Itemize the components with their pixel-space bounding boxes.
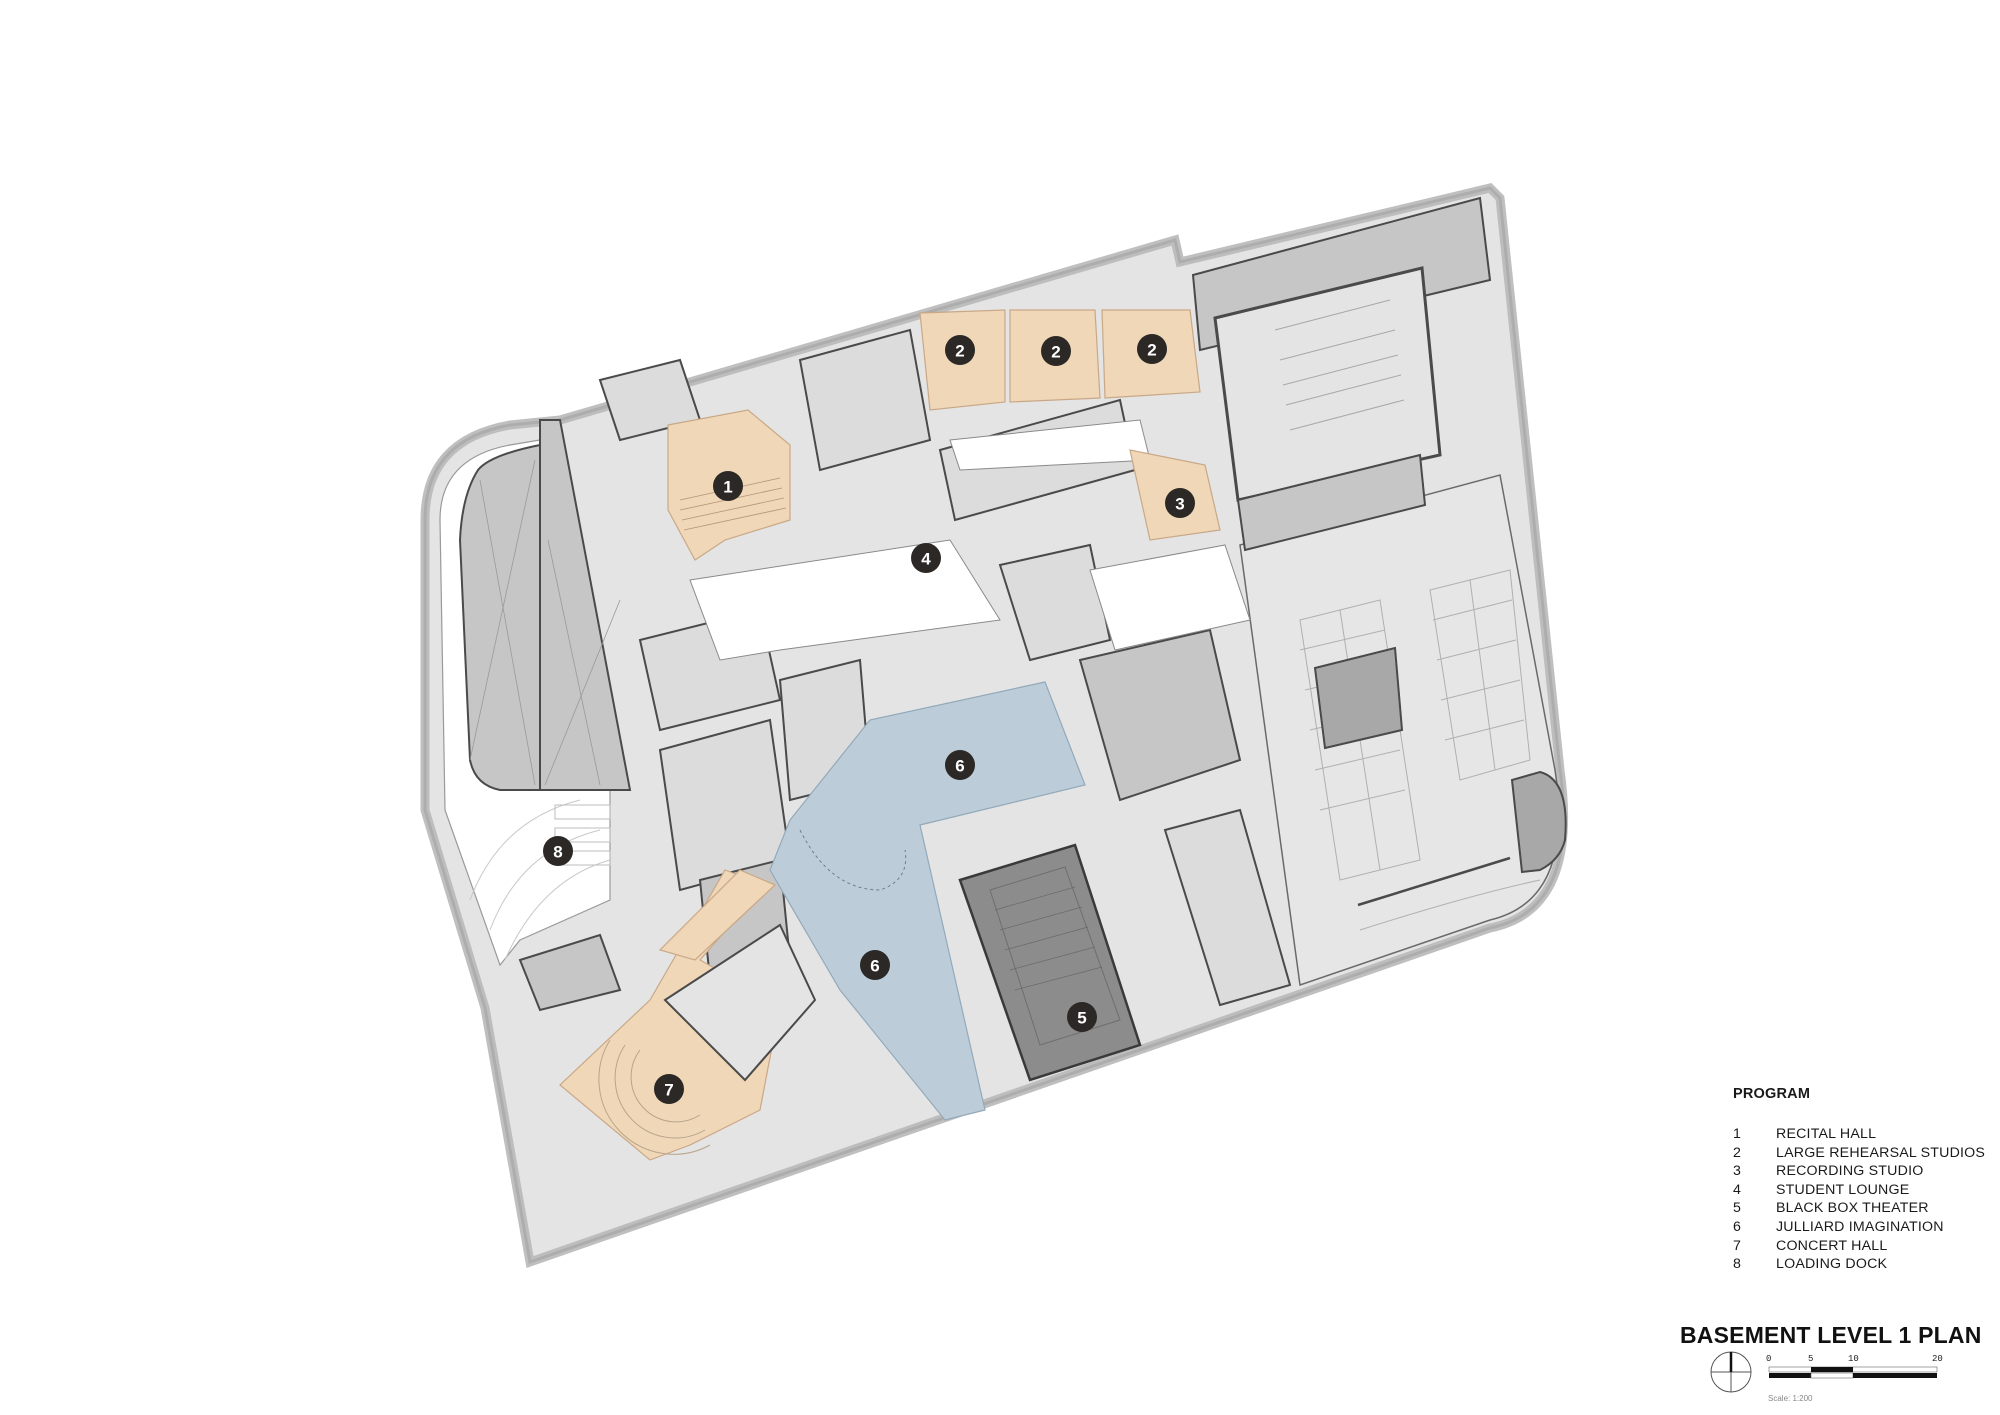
legend-label: RECORDING STUDIO — [1776, 1163, 1924, 1180]
legend-item: 5 BLACK BOX THEATER — [1733, 1199, 1993, 1218]
zone-marker-1: 1 — [713, 471, 743, 501]
zone-marker-2: 2 — [1137, 334, 1167, 364]
legend-label: LARGE REHEARSAL STUDIOS — [1776, 1144, 1986, 1161]
legend-title: PROGRAM — [1733, 1086, 1811, 1102]
zone-marker-2: 2 — [945, 335, 975, 365]
north-arrow-icon — [1710, 1351, 1752, 1393]
legend-label: STUDENT LOUNGE — [1776, 1181, 1910, 1198]
zone-marker-8: 8 — [543, 836, 573, 866]
ramp-zone — [458, 419, 632, 791]
concert-hall-details — [598, 923, 817, 1155]
legend-item: 8 LOADING DOCK — [1733, 1255, 1993, 1274]
legend-label: LOADING DOCK — [1776, 1256, 1888, 1273]
legend-list: 1 RECITAL HALL 2 LARGE REHEARSAL STUDIOS 3… — [1733, 1125, 1993, 1274]
scale-tick: 20 — [1932, 1354, 1943, 1364]
zone-concert-corridor — [658, 869, 777, 961]
svg-text:2: 2 — [955, 342, 964, 361]
svg-text:5: 5 — [1077, 1009, 1086, 1028]
program-legend: PROGRAM 1 RECITAL HALL 2 LARGE REHEARSAL S… — [1733, 1086, 1993, 1274]
svg-text:3: 3 — [1175, 495, 1184, 514]
scale-graphic — [1768, 1366, 1938, 1379]
zone-marker-7: 7 — [654, 1074, 684, 1104]
legend-num: 4 — [1733, 1181, 1742, 1198]
zone-marker-5: 5 — [1067, 1002, 1097, 1032]
legend-num: 1 — [1733, 1126, 1742, 1142]
svg-text:6: 6 — [955, 757, 964, 776]
svg-text:7: 7 — [664, 1081, 673, 1100]
zone-marker-6: 6 — [945, 750, 975, 780]
zone-markers: 1 2 2 2 3 4 5 6 6 7 8 — [543, 334, 1195, 1104]
svg-text:2: 2 — [1051, 343, 1060, 362]
legend-item: 7 CONCERT HALL — [1733, 1237, 1993, 1256]
legend-label: CONCERT HALL — [1776, 1237, 1888, 1254]
legend-label: JULLIARD IMAGINATION — [1776, 1218, 1944, 1235]
scale-bar: 0 5 10 20 Scale: 1:200 — [1766, 1354, 1968, 1404]
legend-item: 4 STUDENT LOUNGE — [1733, 1181, 1993, 1200]
svg-text:4: 4 — [921, 550, 931, 569]
legend-item: 1 RECITAL HALL — [1733, 1125, 1993, 1144]
zone-marker-3: 3 — [1165, 488, 1195, 518]
legend-num: 6 — [1733, 1218, 1742, 1235]
legend-label: BLACK BOX THEATER — [1776, 1200, 1929, 1217]
scale-tick: 5 — [1808, 1354, 1814, 1364]
zone-marker-6: 6 — [860, 950, 890, 980]
zone-julliard-imagination — [769, 681, 1086, 1121]
svg-text:8: 8 — [553, 843, 562, 862]
legend-label: RECITAL HALL — [1776, 1126, 1877, 1142]
legend-num: 7 — [1733, 1237, 1742, 1254]
scale-tick: 0 — [1766, 1354, 1772, 1364]
scale-tick: 10 — [1848, 1354, 1859, 1364]
svg-text:2: 2 — [1147, 341, 1156, 360]
sheet-title: BASEMENT LEVEL 1 PLAN — [1680, 1322, 1982, 1348]
scale-note: Scale: 1:200 — [1768, 1394, 1813, 1403]
legend-item: 6 JULLIARD IMAGINATION — [1733, 1218, 1993, 1237]
legend-item: 2 LARGE REHEARSAL STUDIOS — [1733, 1144, 1993, 1163]
service-block — [1191, 196, 1492, 552]
legend-num: 5 — [1733, 1200, 1742, 1217]
legend-num: 2 — [1733, 1144, 1742, 1161]
legend-item: 3 RECORDING STUDIO — [1733, 1162, 1993, 1181]
legend-num: 3 — [1733, 1163, 1742, 1180]
zone-marker-2: 2 — [1041, 336, 1071, 366]
parking-garage — [1239, 474, 1567, 987]
legend-num: 8 — [1733, 1256, 1742, 1273]
svg-text:6: 6 — [870, 957, 879, 976]
zone-marker-4: 4 — [911, 543, 941, 573]
svg-text:1: 1 — [723, 478, 732, 497]
